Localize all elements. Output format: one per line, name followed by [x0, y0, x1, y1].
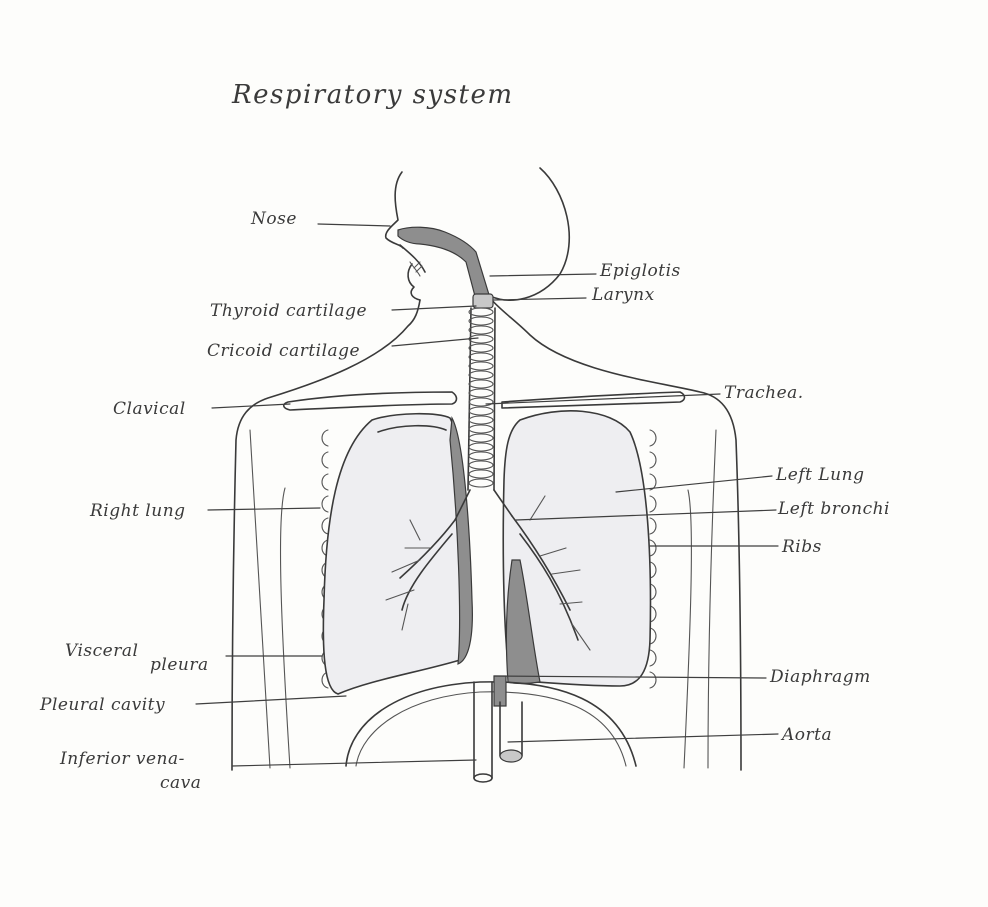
trachea-ring [469, 326, 493, 334]
diaphragm [346, 682, 636, 766]
trachea-ring [469, 434, 493, 442]
trachea-ring [469, 317, 493, 325]
label-aorta: Aorta [780, 725, 832, 745]
trachea-ring [469, 407, 493, 415]
right-lung [323, 414, 472, 694]
rib-bump [322, 430, 328, 446]
trachea-ring [469, 470, 493, 478]
rib-bump [650, 672, 656, 688]
trachea [468, 294, 495, 490]
rib-bump [650, 452, 656, 468]
trachea-ring [469, 416, 493, 424]
label-diaphragm: Diaphragm [769, 667, 871, 687]
trachea-ring [469, 389, 493, 397]
label-inferior-vena-cava-line2: cava [160, 773, 201, 793]
label-trachea: Trachea. [724, 383, 804, 403]
rib-bump [650, 496, 656, 512]
label-inferior-vena-cava-line1: Inferior vena- [59, 749, 185, 769]
trachea-ring [469, 344, 493, 352]
rib-bump [322, 452, 328, 468]
rib-bump [650, 430, 656, 446]
trachea-ring [469, 461, 493, 469]
label-thyroid-cartilage: Thyroid cartilage [210, 301, 367, 321]
label-nose: Nose [250, 209, 297, 229]
trachea-ring [469, 371, 493, 379]
label-ribs: Ribs [781, 537, 822, 557]
trachea-ring [469, 398, 493, 406]
label-clavical: Clavical [113, 399, 186, 419]
rib-bump [322, 518, 328, 534]
rib-bump [650, 518, 656, 534]
label-visceral-pleura-line1: Visceral [65, 641, 138, 661]
rib-bump [650, 650, 656, 666]
trachea-ring [469, 479, 493, 487]
label-left-lung: Left Lung [775, 465, 864, 485]
label-cricoid-cartilage: Cricoid cartilage [207, 341, 360, 361]
left-lung [503, 411, 650, 686]
rib-bump [322, 496, 328, 512]
label-epiglottis: Epiglotis [599, 261, 681, 281]
trachea-ring [469, 308, 493, 316]
label-pleural-cavity: Pleural cavity [39, 695, 165, 715]
rib-bump [650, 540, 656, 556]
ribs-right [650, 430, 656, 688]
label-right-lung: Right lung [89, 501, 186, 521]
label-left-bronchi: Left bronchi [777, 499, 890, 519]
trachea-ring [469, 452, 493, 460]
label-visceral-pleura-line2: pleura [150, 655, 209, 675]
diagram-title: Respiratory system [231, 80, 514, 110]
rib-bump [322, 474, 328, 490]
trachea-ring [469, 425, 493, 433]
trachea-ring [469, 443, 493, 451]
trachea-ring [469, 353, 493, 361]
trachea-ring [469, 362, 493, 370]
trachea-ring [469, 380, 493, 388]
label-larynx: Larynx [591, 285, 655, 305]
